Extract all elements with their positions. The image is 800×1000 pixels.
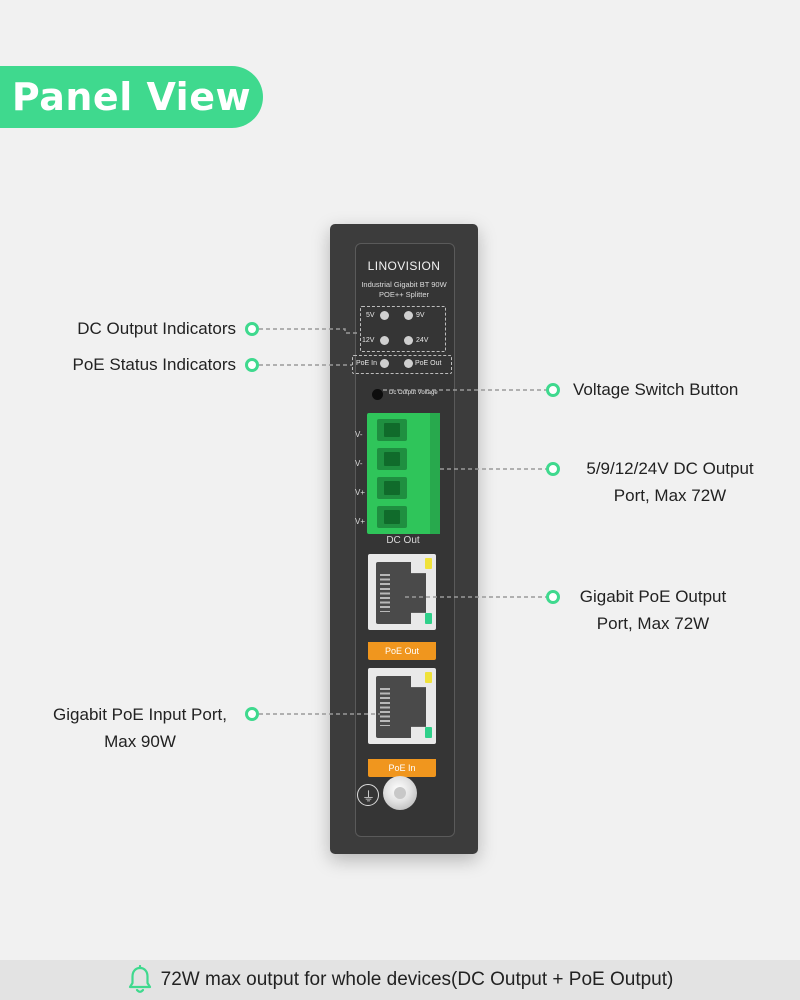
callout-dot	[245, 322, 259, 336]
poe-in-port[interactable]	[368, 668, 436, 744]
title-banner: Panel View	[0, 66, 263, 128]
led-5v	[380, 311, 389, 320]
callout-dc-port-line1: 5/9/12/24V DC Output	[586, 459, 754, 478]
callout-dc-port-line2: Port, Max 72W	[613, 486, 727, 505]
voltage-switch-button[interactable]	[372, 389, 383, 400]
callout-dc-port: 5/9/12/24V DC Output Port, Max 72W	[565, 455, 775, 509]
led-label-24v: 24V	[416, 337, 429, 344]
terminal-slot[interactable]	[377, 477, 407, 499]
callout-voltage-button: Voltage Switch Button	[573, 380, 739, 399]
callout-poe-out-line1: Gigabit PoE Output	[579, 587, 727, 606]
led-label-9v: 9V	[416, 312, 425, 319]
led-label-5v: 5V	[366, 312, 375, 319]
dc-terminal-block[interactable]	[367, 413, 440, 534]
pin-label-1: V-	[355, 430, 363, 439]
pin-label-2: V-	[355, 459, 363, 468]
callout-dot	[546, 383, 560, 397]
callout-dot	[546, 462, 560, 476]
rj45-pins	[380, 574, 390, 612]
voltage-button-label: Dc Output Voltage	[389, 390, 438, 396]
callout-dc-indicators: DC Output Indicators	[77, 319, 236, 338]
poe-out-port[interactable]	[368, 554, 436, 630]
bell-icon	[128, 965, 151, 993]
poe-status-group	[352, 355, 452, 374]
led-12v	[380, 336, 389, 345]
led-poe-in	[380, 359, 389, 368]
callout-poe-in-line1: Gigabit PoE Input Port,	[53, 705, 227, 724]
rj45-pins	[380, 688, 390, 726]
ground-symbol: ⏚	[362, 790, 376, 805]
footer-note: 72W max output for whole devices(DC Outp…	[0, 960, 800, 1000]
pin-label-4: V+	[355, 517, 366, 526]
led-label-poe-out: PoE Out	[415, 360, 442, 367]
poe-in-tag: PoE In	[368, 759, 436, 777]
footer-text: 72W max output for whole devices(DC Outp…	[160, 969, 674, 990]
ground-screw	[383, 776, 417, 810]
callout-poe-out-line2: Port, Max 72W	[596, 614, 710, 633]
callout-dot	[546, 590, 560, 604]
callout-poe-out: Gigabit PoE Output Port, Max 72W	[563, 583, 743, 637]
terminal-slot[interactable]	[377, 419, 407, 441]
callout-poe-status: PoE Status Indicators	[72, 355, 236, 374]
poe-out-tag: PoE Out	[368, 642, 436, 660]
page-title: Panel View	[11, 75, 252, 119]
terminal-slot[interactable]	[377, 506, 407, 528]
led-label-poe-in: PoE In	[356, 360, 378, 367]
terminal-slot[interactable]	[377, 448, 407, 470]
activity-led	[425, 727, 432, 738]
led-poe-out	[404, 359, 413, 368]
terminal-edge	[430, 413, 440, 534]
callout-poe-in-line2: Max 90W	[104, 732, 176, 751]
line-dc-indicators	[252, 328, 360, 334]
callout-dot	[245, 707, 259, 721]
led-9v	[404, 311, 413, 320]
led-label-12v: 12V	[362, 337, 375, 344]
ground-icon: ⏚	[357, 784, 379, 806]
link-led	[425, 558, 432, 569]
device-model-line1: Industrial Gigabit BT 90W	[361, 280, 447, 289]
pin-label-3: V+	[355, 488, 366, 497]
activity-led	[425, 613, 432, 624]
device-model-line2: POE++ Splitter	[378, 290, 430, 299]
led-24v	[404, 336, 413, 345]
callout-poe-in: Gigabit PoE Input Port, Max 90W	[40, 701, 240, 755]
device-brand: LINOVISION	[367, 259, 441, 273]
callout-dot	[245, 358, 259, 372]
dc-out-label: DC Out	[386, 535, 420, 546]
device-model: Industrial Gigabit BT 90W POE++ Splitter	[332, 280, 476, 300]
dc-indicator-group	[360, 306, 446, 352]
link-led	[425, 672, 432, 683]
